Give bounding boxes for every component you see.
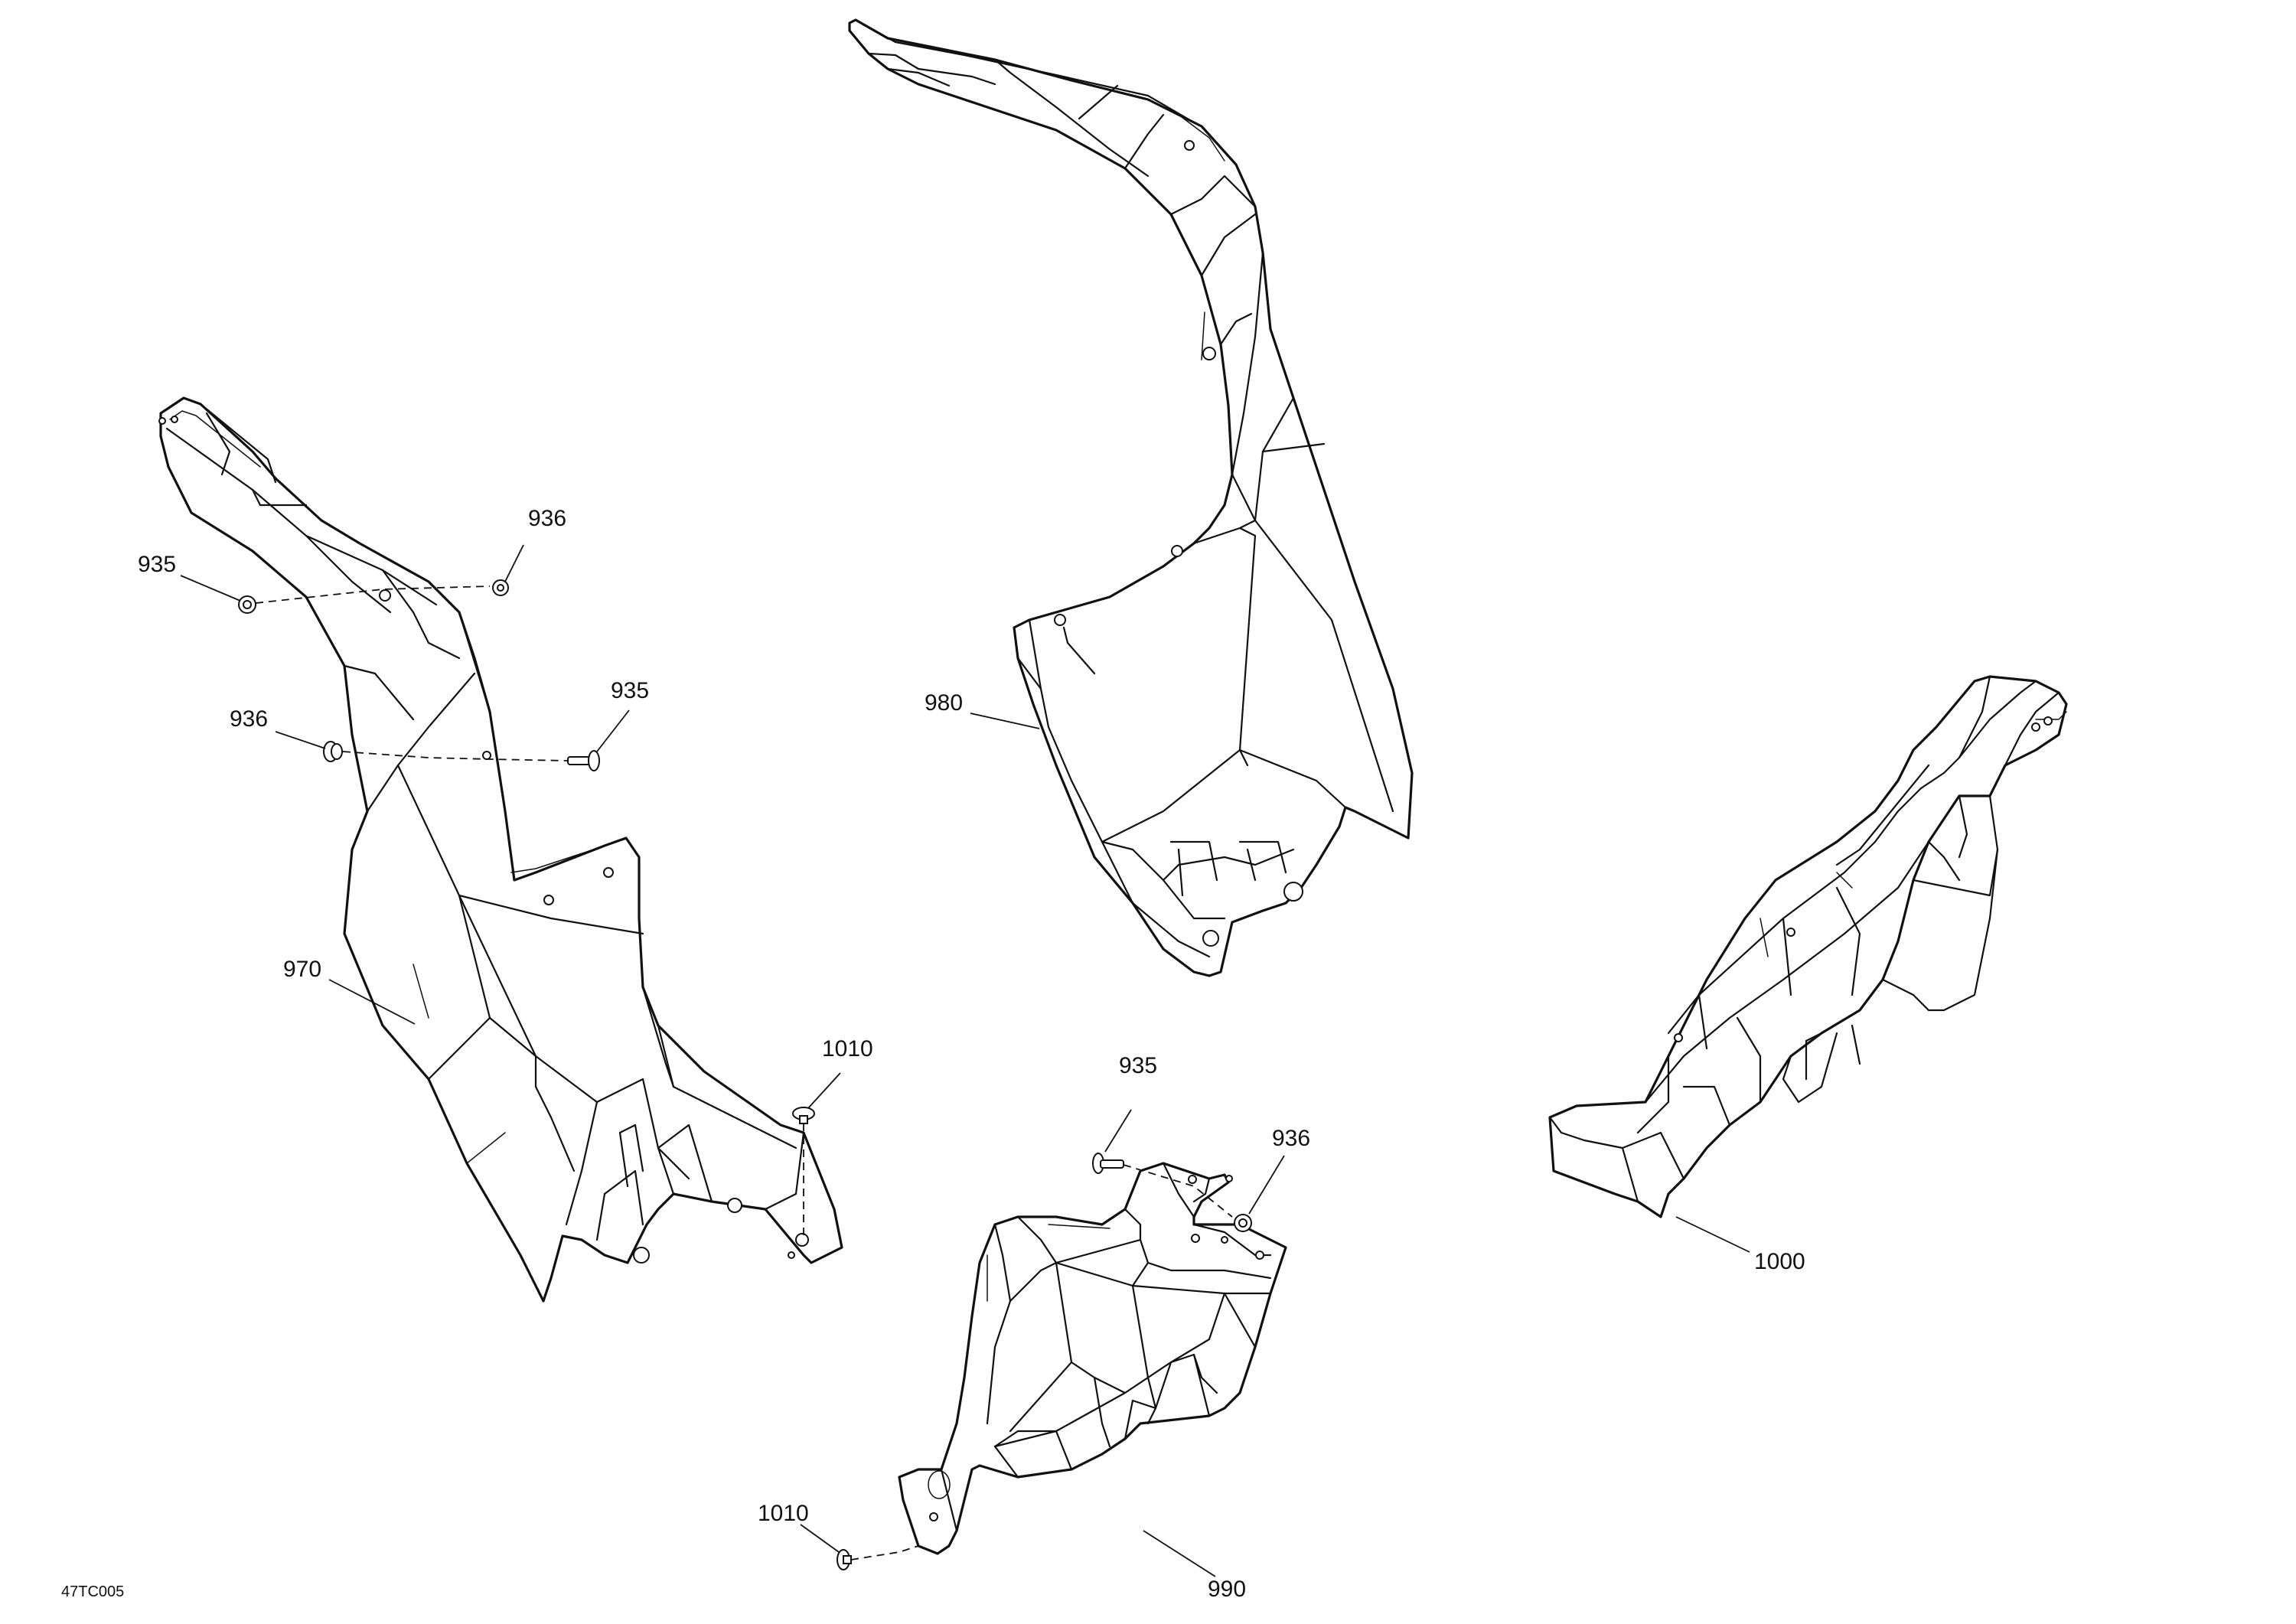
- leader-970: [328, 979, 416, 1025]
- drawing-reference: 47TC005: [61, 1583, 124, 1600]
- leader-935-left: [180, 575, 241, 602]
- screw-936-left: [323, 741, 343, 762]
- assembly-line-1010-bottom: [850, 1545, 919, 1560]
- hardware-items: [238, 579, 1252, 1570]
- callout-1010-left: 1010: [822, 1036, 873, 1061]
- leader-980: [970, 713, 1040, 729]
- assembly-line-936-935-mid: [342, 751, 569, 761]
- callout-970: 970: [283, 957, 321, 982]
- rivet-1010-bottom: [837, 1549, 852, 1570]
- leader-990: [1143, 1530, 1216, 1577]
- bolt-935-mid: [567, 750, 600, 771]
- bolt-935-bottom: [1092, 1153, 1124, 1174]
- callout-990: 990: [1208, 1577, 1246, 1602]
- part-980-top-panel: [848, 18, 1414, 977]
- callout-936-left: 936: [230, 706, 268, 732]
- callout-980: 980: [925, 690, 963, 716]
- part-1000-right-panel: [1548, 675, 2068, 1218]
- leader-1000: [1675, 1216, 1750, 1253]
- screw-936-top: [492, 579, 509, 596]
- part-990-bottom-panel: [898, 1162, 1287, 1555]
- callout-936-bottom: 936: [1272, 1126, 1310, 1151]
- callout-936-top: 936: [528, 506, 566, 531]
- rivet-1010-left: [792, 1107, 815, 1124]
- nut-936-bottom: [1234, 1214, 1252, 1232]
- callout-935-mid: 935: [611, 678, 649, 703]
- part-970-left-panel: [158, 396, 843, 1303]
- callout-935-bottom: 935: [1119, 1053, 1157, 1078]
- callout-1010-bottom: 1010: [758, 1501, 809, 1526]
- leader-935-bottom: [1104, 1109, 1132, 1153]
- leader-1010-left: [807, 1072, 841, 1109]
- leader-1010-bottom: [800, 1524, 840, 1553]
- leader-936-bottom: [1248, 1155, 1285, 1215]
- assembly-line-935-936-top: [255, 585, 491, 604]
- callout-1000: 1000: [1754, 1249, 1805, 1274]
- callout-935-left: 935: [138, 552, 176, 577]
- leader-936-left: [275, 731, 326, 749]
- leader-935-mid: [596, 709, 630, 752]
- nut-935-left: [238, 595, 256, 614]
- assembly-line-935-936-bottom: [1123, 1164, 1233, 1218]
- leader-936-top: [504, 544, 524, 582]
